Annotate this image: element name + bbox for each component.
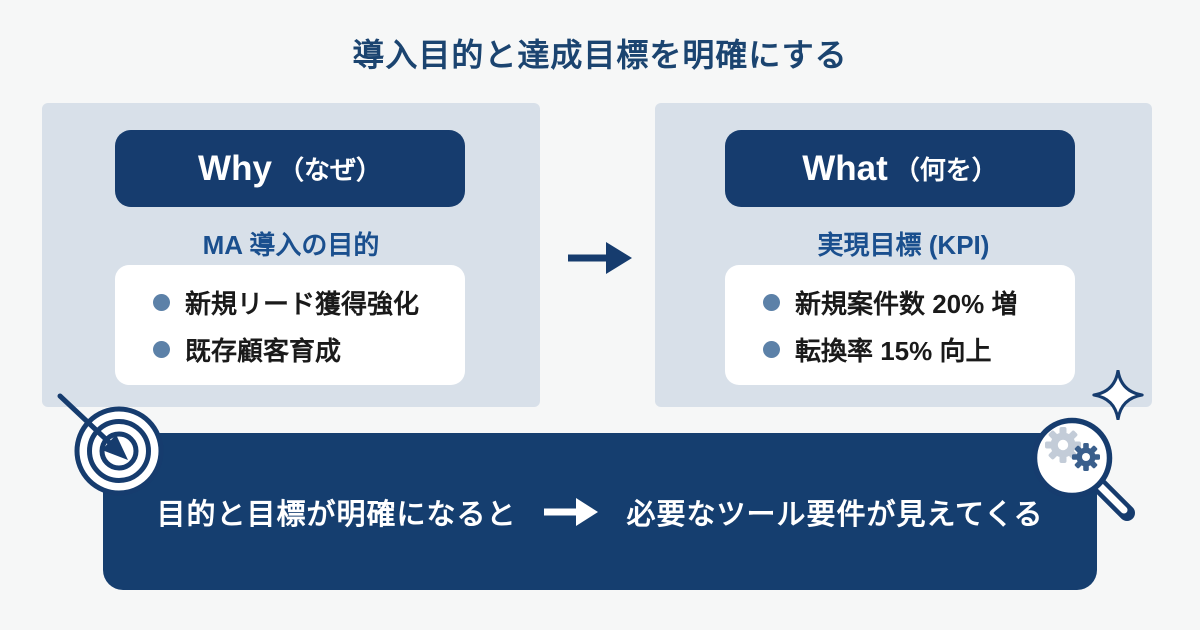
why-header-en: Why — [198, 148, 272, 188]
right-arrow-icon — [544, 497, 599, 526]
what-header-pill: What （何を） — [725, 130, 1075, 207]
list-item: 新規リード獲得強化 — [153, 285, 465, 319]
conclusion-right-text: 必要なツール要件が見えてくる — [626, 498, 1044, 531]
bullet-dot-icon — [763, 293, 780, 311]
right-arrow-icon — [568, 242, 632, 274]
what-item-list: 新規案件数 20% 増 転換率 15% 向上 — [763, 285, 1075, 366]
bullet-dot-icon — [763, 340, 780, 358]
conclusion-bar: 目的と目標が明確になると 必要なツール要件が見えてくる — [103, 433, 1097, 590]
what-subtitle: 実現目標 (KPI) — [817, 230, 990, 260]
what-panel: What （何を） 実現目標 (KPI) 新規案件数 20% 増 転換率 15%… — [655, 103, 1152, 407]
why-item-list: 新規リード獲得強化 既存顧客育成 — [153, 285, 465, 366]
bullet-dot-icon — [153, 340, 170, 358]
why-header-pill: Why （なぜ） — [115, 130, 465, 207]
why-item-text: 新規リード獲得強化 — [185, 288, 420, 319]
why-item-text: 既存顧客育成 — [185, 335, 342, 366]
what-card: 新規案件数 20% 増 転換率 15% 向上 — [725, 265, 1075, 385]
list-item: 転換率 15% 向上 — [763, 332, 1075, 366]
gear-icon — [1072, 443, 1100, 471]
why-panel: Why （なぜ） MA 導入の目的 新規リード獲得強化 既存顧客育成 — [42, 103, 540, 407]
why-header-ja: （なぜ） — [277, 155, 382, 185]
what-header-ja: （何を） — [893, 155, 998, 185]
page-title: 導入目的と達成目標を明確にする — [352, 37, 848, 73]
what-item-text: 転換率 15% 向上 — [795, 335, 992, 366]
why-subtitle: MA 導入の目的 — [202, 230, 380, 260]
list-item: 新規案件数 20% 増 — [763, 285, 1075, 319]
magnifier-gears-icon — [1031, 417, 1135, 521]
bullet-dot-icon — [153, 293, 170, 311]
why-card: 新規リード獲得強化 既存顧客育成 — [115, 265, 465, 385]
sparkle-icon — [1092, 370, 1144, 420]
what-header-en: What — [802, 148, 888, 188]
what-item-text: 新規案件数 20% 増 — [795, 288, 1018, 319]
target-arrow-icon — [57, 393, 164, 496]
list-item: 既存顧客育成 — [153, 332, 465, 366]
conclusion-left-text: 目的と目標が明確になると — [156, 498, 517, 531]
